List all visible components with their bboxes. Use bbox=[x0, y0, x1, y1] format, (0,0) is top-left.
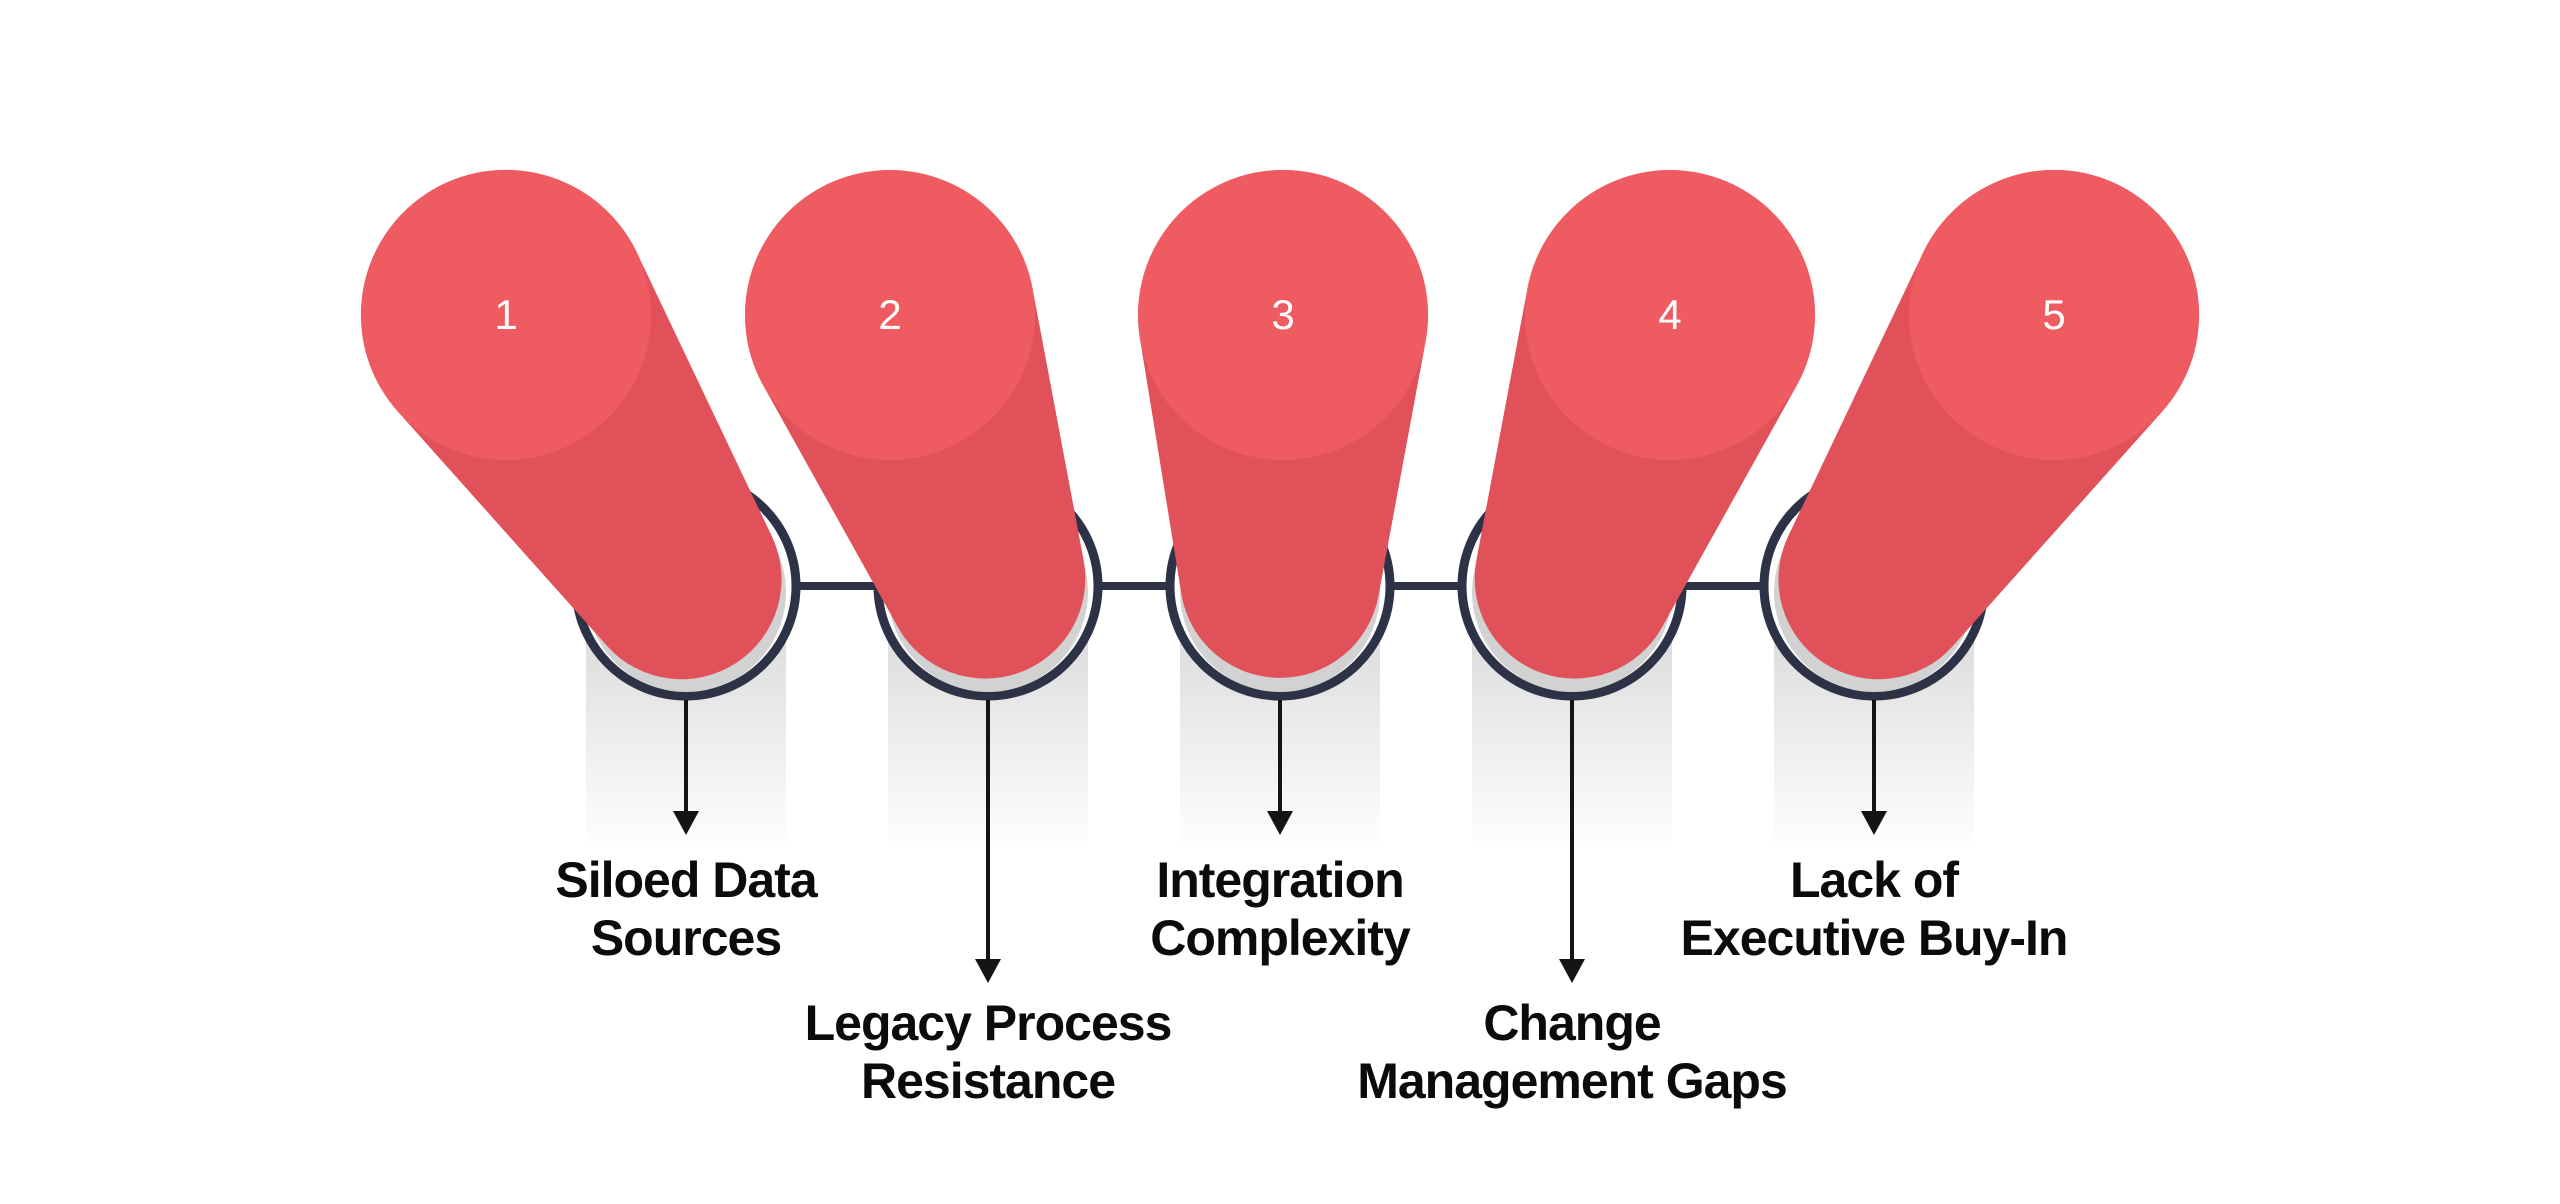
pin-top-face bbox=[361, 170, 651, 460]
step-label: Integration Complexity bbox=[1150, 851, 1411, 967]
arrow-head-icon bbox=[1267, 811, 1293, 835]
step-label-line: Siloed Data bbox=[555, 852, 817, 908]
step-label: Lack of Executive Buy-In bbox=[1680, 851, 2069, 967]
step-label: Change Management Gaps bbox=[1357, 994, 1788, 1110]
pin-top-face bbox=[745, 170, 1035, 460]
pin-top-face bbox=[1909, 170, 2199, 460]
pin-top-face bbox=[1525, 170, 1815, 460]
arrow-head-icon bbox=[975, 959, 1001, 983]
step-number: 1 bbox=[494, 291, 518, 338]
step-label-line: Lack of bbox=[1789, 852, 1959, 908]
arrow-head-icon bbox=[1559, 959, 1585, 983]
arrow-head-icon bbox=[1861, 811, 1887, 835]
step-number: 5 bbox=[2042, 291, 2066, 338]
step-label-line: Executive Buy-In bbox=[1680, 910, 2069, 966]
pin-top-face bbox=[1138, 170, 1428, 460]
step-number: 3 bbox=[1271, 291, 1295, 338]
step-label-line: Management Gaps bbox=[1357, 1053, 1788, 1109]
step-label-line: Sources bbox=[590, 910, 782, 966]
step-number: 4 bbox=[1658, 291, 1682, 338]
step-label: Legacy Process Resistance bbox=[804, 994, 1173, 1110]
step-label-line: Resistance bbox=[860, 1053, 1116, 1109]
step-number: 2 bbox=[878, 291, 902, 338]
step-label-line: Integration bbox=[1156, 852, 1404, 908]
step-label: Siloed Data Sources bbox=[555, 851, 817, 967]
step-label-line: Complexity bbox=[1150, 910, 1411, 966]
step-label-line: Change bbox=[1483, 995, 1661, 1051]
arrow-head-icon bbox=[673, 811, 699, 835]
step-label-line: Legacy Process bbox=[804, 995, 1173, 1051]
